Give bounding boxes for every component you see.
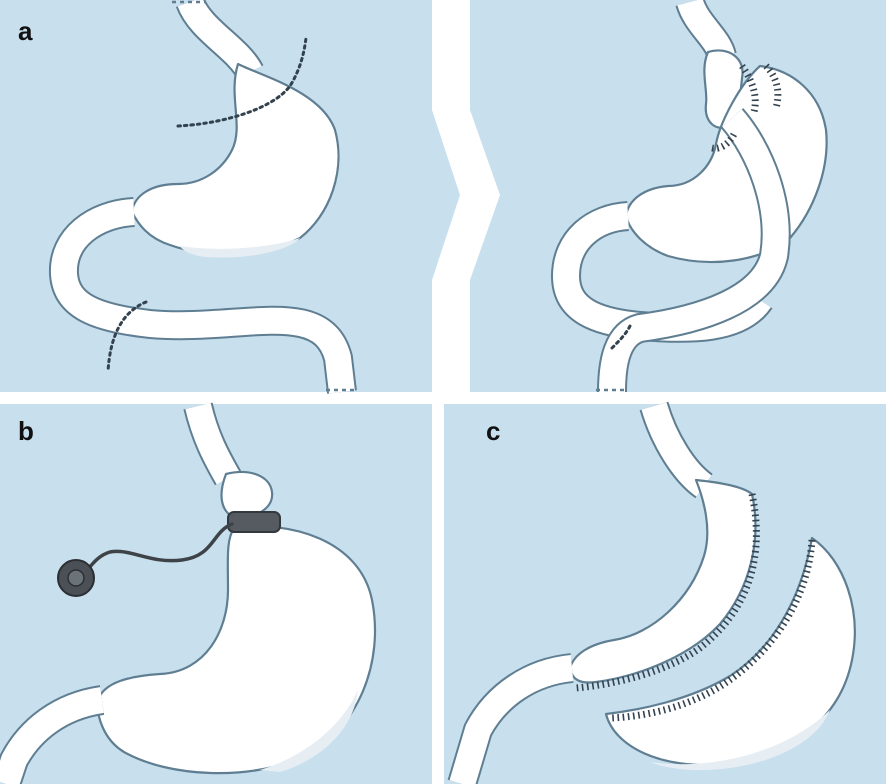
panel-c (444, 404, 886, 784)
panel-label-b: b (18, 416, 34, 446)
panel-label-c: c (486, 416, 500, 446)
panel-a-before (0, 0, 460, 392)
panel-a-after (470, 0, 886, 392)
gastric-band (228, 512, 280, 532)
panel-b (0, 404, 432, 784)
access-port-center (68, 570, 84, 586)
panel-label-a: a (18, 16, 33, 46)
